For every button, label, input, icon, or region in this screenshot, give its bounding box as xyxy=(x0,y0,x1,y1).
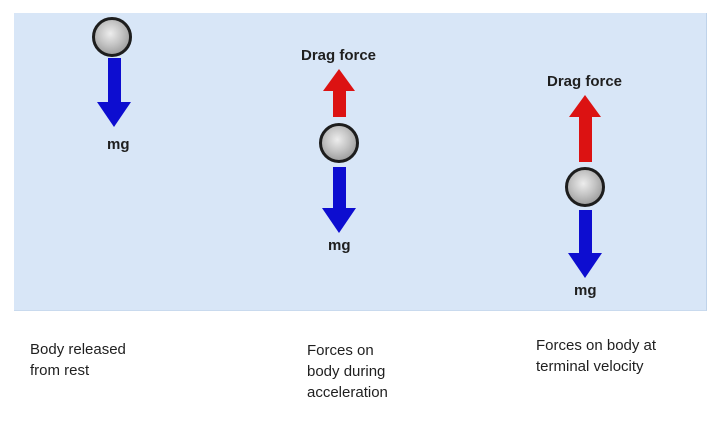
caption-line: Body released xyxy=(30,341,126,358)
caption-released-from-rest: Body released from rest xyxy=(30,339,126,381)
drag-arrow xyxy=(569,95,601,162)
ball-icon xyxy=(319,123,359,163)
weight-arrow xyxy=(322,167,356,233)
arrow-shaft xyxy=(578,117,592,162)
ball-icon xyxy=(92,17,132,57)
caption-line: Forces on xyxy=(307,342,374,359)
mg-label: mg xyxy=(574,282,597,299)
arrow-shaft xyxy=(578,210,592,253)
ball-icon xyxy=(565,167,605,207)
weight-arrow xyxy=(568,210,602,278)
caption-line: Forces on body at xyxy=(536,337,657,354)
arrow-shaft xyxy=(332,91,346,117)
arrow-head xyxy=(568,253,602,278)
arrow-head xyxy=(569,95,601,117)
arrow-shaft xyxy=(332,167,346,208)
caption-terminal-velocity: Forces on body at terminal velocity xyxy=(536,335,656,377)
drag-arrow xyxy=(323,69,355,117)
arrow-head xyxy=(322,208,356,233)
caption-during-acceleration: Forces on body during acceleration xyxy=(307,340,388,403)
mg-label: mg xyxy=(107,136,130,153)
weight-arrow xyxy=(97,58,131,127)
arrow-head xyxy=(97,102,131,127)
caption-line: body during xyxy=(307,363,386,380)
arrow-shaft xyxy=(107,58,121,102)
arrow-head xyxy=(323,69,355,91)
caption-line: terminal velocity xyxy=(536,358,644,375)
drag-force-label: Drag force xyxy=(547,73,623,90)
mg-label: mg xyxy=(328,237,351,254)
caption-line: from rest xyxy=(30,362,90,379)
caption-line: acceleration xyxy=(307,384,388,401)
drag-force-label: Drag force xyxy=(301,47,377,64)
